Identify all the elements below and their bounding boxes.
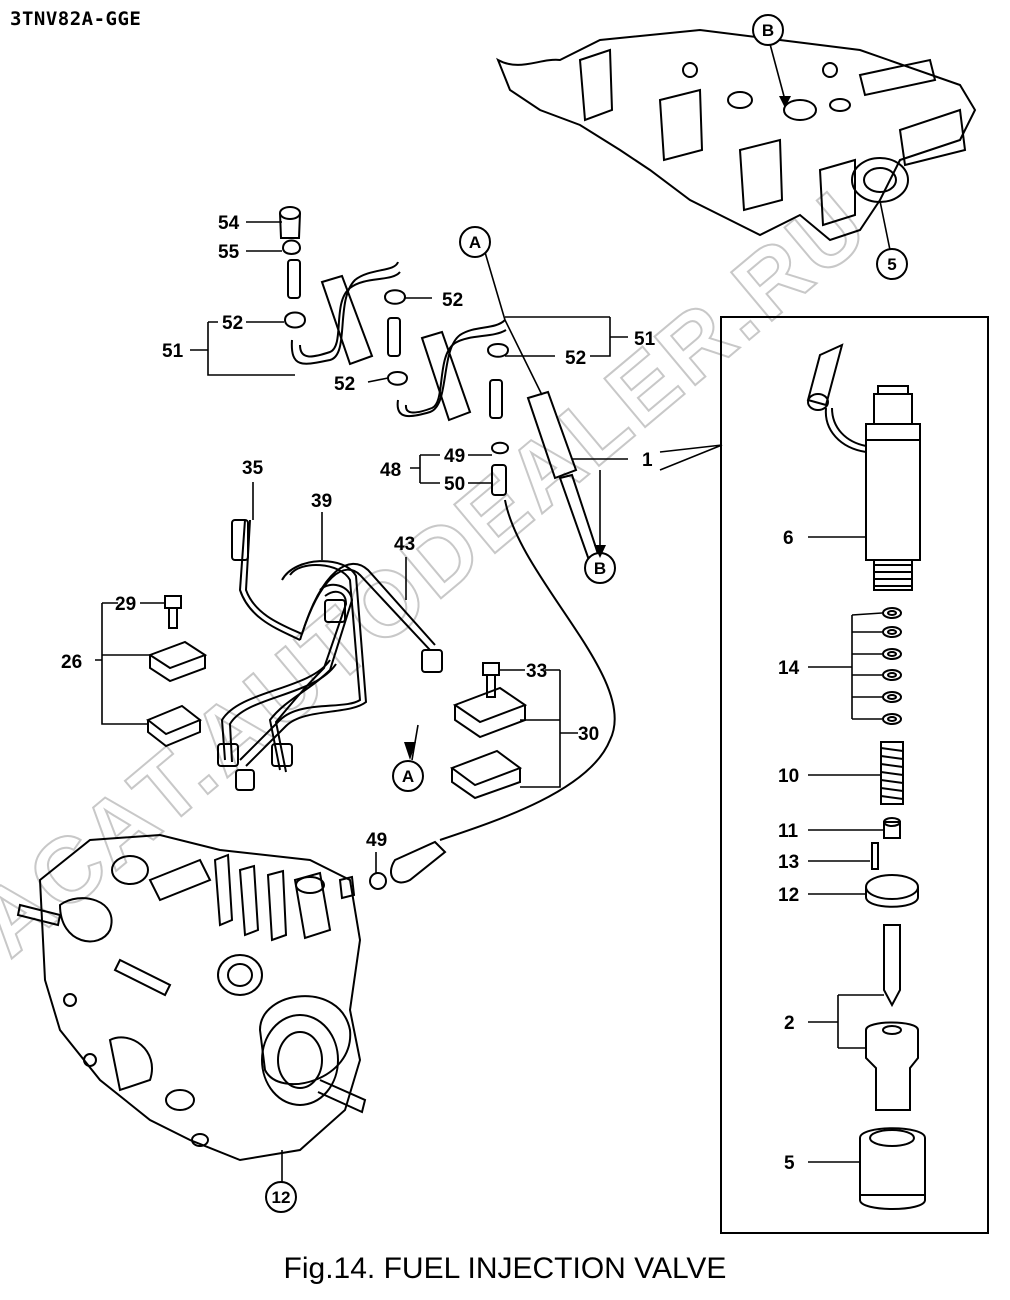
callout-12: 12 — [778, 885, 799, 906]
ref-a-top-circle — [459, 226, 491, 258]
injection-pump-drawing — [16, 833, 367, 1162]
cylinder-head-drawing — [496, 28, 977, 242]
callout-50: 50 — [444, 474, 465, 495]
callout-10: 10 — [778, 766, 799, 787]
callout-1: 1 — [642, 450, 653, 471]
injection-pipes-drawing — [217, 499, 616, 841]
callout-30: 30 — [578, 724, 599, 745]
callout-48: 48 — [380, 460, 401, 481]
leader-lines — [95, 43, 891, 1182]
callout-51-a: 51 — [162, 341, 184, 362]
callout-52-a: 52 — [222, 313, 243, 334]
callout-29: 29 — [115, 594, 136, 615]
callout-52-b: 52 — [442, 290, 463, 311]
callout-numbers: 54 55 52 51 52 52 52 51 1 49 48 50 35 39… — [61, 213, 800, 1174]
direction-arrows — [404, 96, 791, 760]
callout-43: 43 — [394, 534, 415, 555]
ref-12: 12 — [272, 1188, 291, 1207]
callout-49-b: 49 — [366, 830, 387, 851]
reference-letters: A A B B 5 12 — [272, 21, 897, 1207]
pipe-clamps-drawing — [146, 595, 528, 890]
callout-52-c: 52 — [334, 374, 355, 395]
ref-a-bottom: A — [402, 767, 414, 786]
callout-52-d: 52 — [565, 348, 586, 369]
ref-12-circle — [265, 1181, 297, 1213]
callout-5: 5 — [784, 1153, 795, 1174]
ref-b-top-circle — [752, 14, 784, 46]
injector-detail-frame — [720, 316, 989, 1234]
injector-detail-drawing — [806, 343, 926, 1210]
callout-35: 35 — [242, 458, 264, 479]
callout-26: 26 — [61, 652, 82, 673]
figure-caption: Fig.14. FUEL INJECTION VALVE — [283, 1252, 727, 1285]
callout-14: 14 — [778, 658, 800, 679]
callout-55: 55 — [218, 242, 240, 263]
callout-6: 6 — [783, 528, 794, 549]
callout-13: 13 — [778, 852, 799, 873]
ref-b-bottom: B — [594, 559, 606, 578]
callout-2: 2 — [784, 1013, 795, 1034]
ref-b-top: B — [762, 21, 774, 40]
model-code: 3TNV82A-GGE — [10, 8, 142, 30]
callout-54: 54 — [218, 213, 240, 234]
ref-5: 5 — [887, 255, 896, 274]
ref-a-top: A — [469, 233, 481, 252]
callout-49-a: 49 — [444, 446, 465, 467]
reference-circles — [265, 14, 908, 1213]
callout-33: 33 — [526, 661, 547, 682]
callout-11: 11 — [778, 821, 799, 842]
callout-39: 39 — [311, 491, 332, 512]
callout-51-b: 51 — [634, 329, 656, 350]
ref-a-bottom-circle — [392, 760, 424, 792]
ref-5-circle — [876, 248, 908, 280]
